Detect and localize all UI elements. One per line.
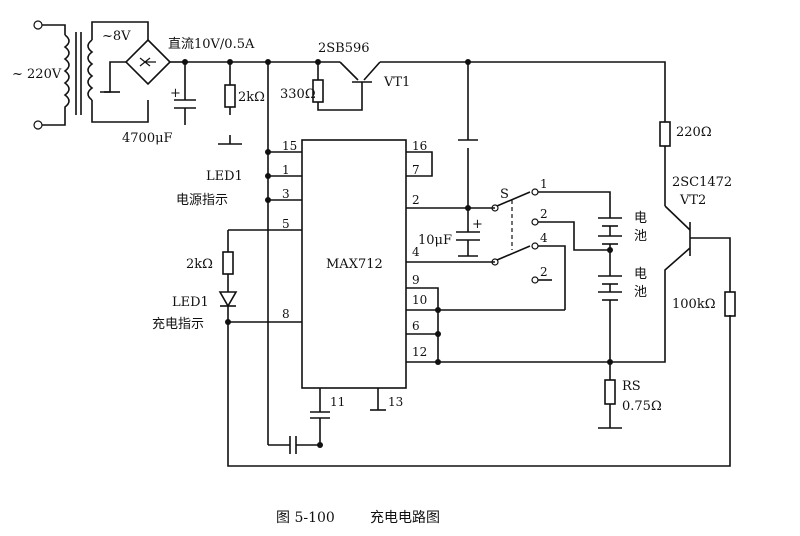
pin-13: 13: [388, 395, 403, 409]
ic-max712: MAX712: [301, 139, 407, 389]
ac-input-label: ~ 220V: [12, 67, 62, 82]
led1-bottom-label: LED1: [172, 295, 209, 310]
pin-10: 10: [412, 293, 427, 307]
r-100k-label: 100kΩ: [672, 297, 715, 312]
transformer: ~8V: [63, 21, 149, 123]
charge-indicator-label: 充电指示: [152, 316, 204, 332]
led-power-ground: LED1 电源指示: [176, 135, 243, 208]
pin-2: 2: [412, 193, 420, 207]
pin-5: 5: [282, 217, 290, 231]
battery-stack: 电池 电池: [598, 211, 647, 380]
rs-name-label: RS: [622, 379, 641, 394]
pin-4: 4: [412, 245, 420, 259]
pin-3: 3: [282, 187, 290, 201]
switch-pos-2b: 2: [540, 265, 548, 279]
cap-10uf-label: 10μF: [418, 233, 452, 248]
transistor-vt1: 2SB596 VT1: [318, 41, 410, 111]
pin-11: 11: [330, 395, 345, 409]
pin-15: 15: [282, 139, 297, 153]
power-indicator-label: 电源指示: [176, 193, 228, 208]
switch-pos-4: 4: [540, 231, 548, 245]
resistor-rs: RS 0.75Ω: [598, 379, 662, 429]
vt2-branch: 220Ω 2SC1472 VT2 100kΩ: [659, 121, 736, 330]
switch-pos-1: 1: [540, 177, 548, 191]
rs-value-label: 0.75Ω: [622, 399, 662, 414]
figure-number: 图 5-100: [276, 510, 335, 526]
pin-6: 6: [412, 319, 420, 333]
vt1-name-label: VT1: [383, 75, 410, 90]
figure-title: 充电电路图: [370, 510, 440, 526]
cap-4700-label: 4700μF: [122, 131, 173, 146]
vt2-name-label: VT2: [679, 193, 706, 208]
pin-1: 1: [282, 163, 290, 177]
resistor-2k-top: 2kΩ: [224, 62, 265, 115]
bridge-rectifier: [100, 38, 185, 93]
resistor-330: 330Ω: [267, 62, 340, 115]
vt2-model-label: 2SC1472: [672, 175, 732, 190]
ac-input-terminals: ~ 220V: [12, 20, 66, 130]
vt1-model-label: 2SB596: [318, 41, 370, 56]
battery-1-label: 电池: [634, 211, 647, 244]
r-220-label: 220Ω: [676, 125, 712, 140]
switch-pos-2a: 2: [540, 207, 548, 221]
svg-text:+: +: [170, 86, 181, 101]
dc-rating-label: 直流10V/0.5A: [168, 37, 255, 52]
ic-name-label: MAX712: [326, 257, 383, 272]
pin-7: 7: [412, 163, 420, 177]
ic-right-pins: 16 7 2 4 9 10 6 12: [406, 139, 666, 365]
secondary-voltage-label: ~8V: [102, 29, 131, 44]
ic-bottom-pins: 11 13: [268, 388, 403, 454]
svg-text:+: +: [472, 217, 483, 232]
led1-top-label: LED1: [206, 169, 243, 184]
ic-left-pins: 15 1 3 5 8: [228, 115, 302, 445]
r-330-label: 330Ω: [280, 87, 316, 102]
charge-indicator-branch: 2kΩ LED1 充电指示: [152, 230, 731, 467]
pin-12: 12: [412, 345, 427, 359]
pin-9: 9: [412, 273, 420, 287]
switch-name-label: S: [500, 187, 509, 202]
r-2k-top-label: 2kΩ: [238, 90, 265, 105]
r-2k-left-label: 2kΩ: [186, 257, 213, 272]
capacitor-10uf: + 10μF: [418, 62, 483, 257]
pin-16: 16: [412, 139, 427, 153]
capacitor-4700uf: + 4700μF: [122, 62, 196, 146]
switch-s: S 1 2 4 2: [491, 177, 611, 310]
battery-2-label: 电池: [634, 267, 647, 300]
pin-8: 8: [282, 307, 290, 321]
